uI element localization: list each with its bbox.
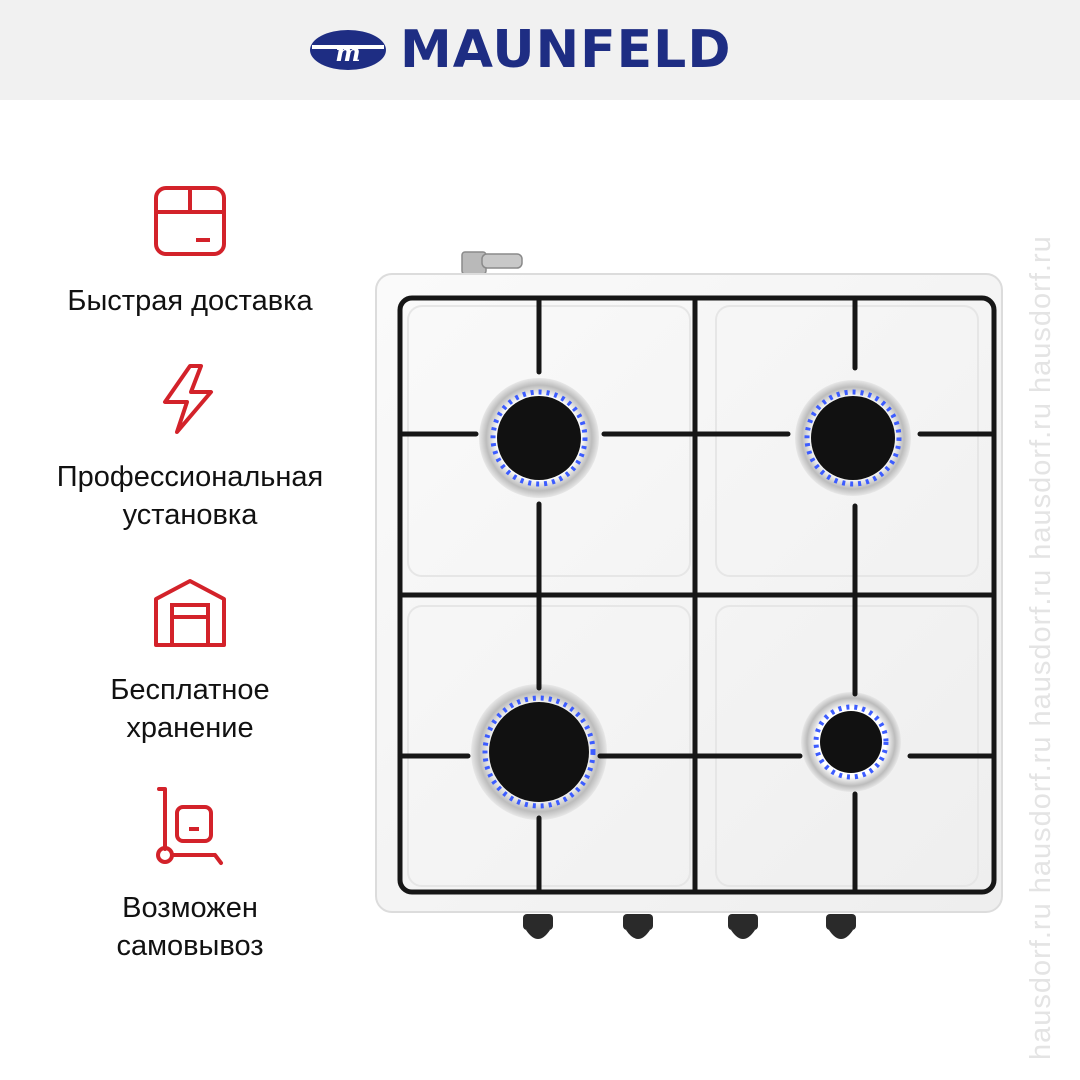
benefit-free-storage: Бесплатное хранение (0, 575, 380, 747)
svg-text:m: m (335, 38, 360, 67)
benefit-label: Профессиональная установка (56, 461, 324, 531)
control-knob[interactable] (523, 914, 553, 939)
benefit-label: Бесплатное хранение (110, 674, 270, 744)
pan-support-grate (397, 295, 997, 895)
burner-front-left (471, 684, 607, 820)
control-knob[interactable] (728, 914, 758, 939)
brand-name: MAUNFELD (400, 20, 732, 80)
watermark-text: hausdorf.ru hausdorf.ru hausdorf.ru haus… (1025, 235, 1057, 1060)
brand-logo[interactable]: m MAUNFELD (308, 22, 778, 78)
lightning-icon (163, 364, 213, 434)
burner-rear-right (795, 380, 911, 496)
warehouse-icon (154, 579, 226, 647)
header-bar: m MAUNFELD (0, 0, 1080, 100)
gas-inlet-fitting (461, 251, 523, 275)
control-knob[interactable] (623, 914, 653, 939)
hand-truck-icon (156, 787, 223, 865)
box-icon (154, 186, 226, 256)
benefits-list: Быстрая доставка Профессиональная устано… (0, 170, 380, 990)
burner-front-right (801, 692, 901, 792)
benefit-label: Быстрая доставка (67, 285, 313, 317)
gas-hob-image (375, 251, 1003, 939)
benefit-pickup: Возможен самовывоз (0, 785, 380, 965)
maunfeld-oval-logo-icon: m (310, 30, 386, 70)
benefit-fast-delivery: Быстрая доставка (0, 180, 380, 320)
burner-rear-left (479, 378, 599, 498)
control-knob[interactable] (826, 914, 856, 939)
benefit-installation: Профессиональная установка (0, 362, 380, 534)
benefit-label: Возможен самовывоз (116, 892, 264, 962)
